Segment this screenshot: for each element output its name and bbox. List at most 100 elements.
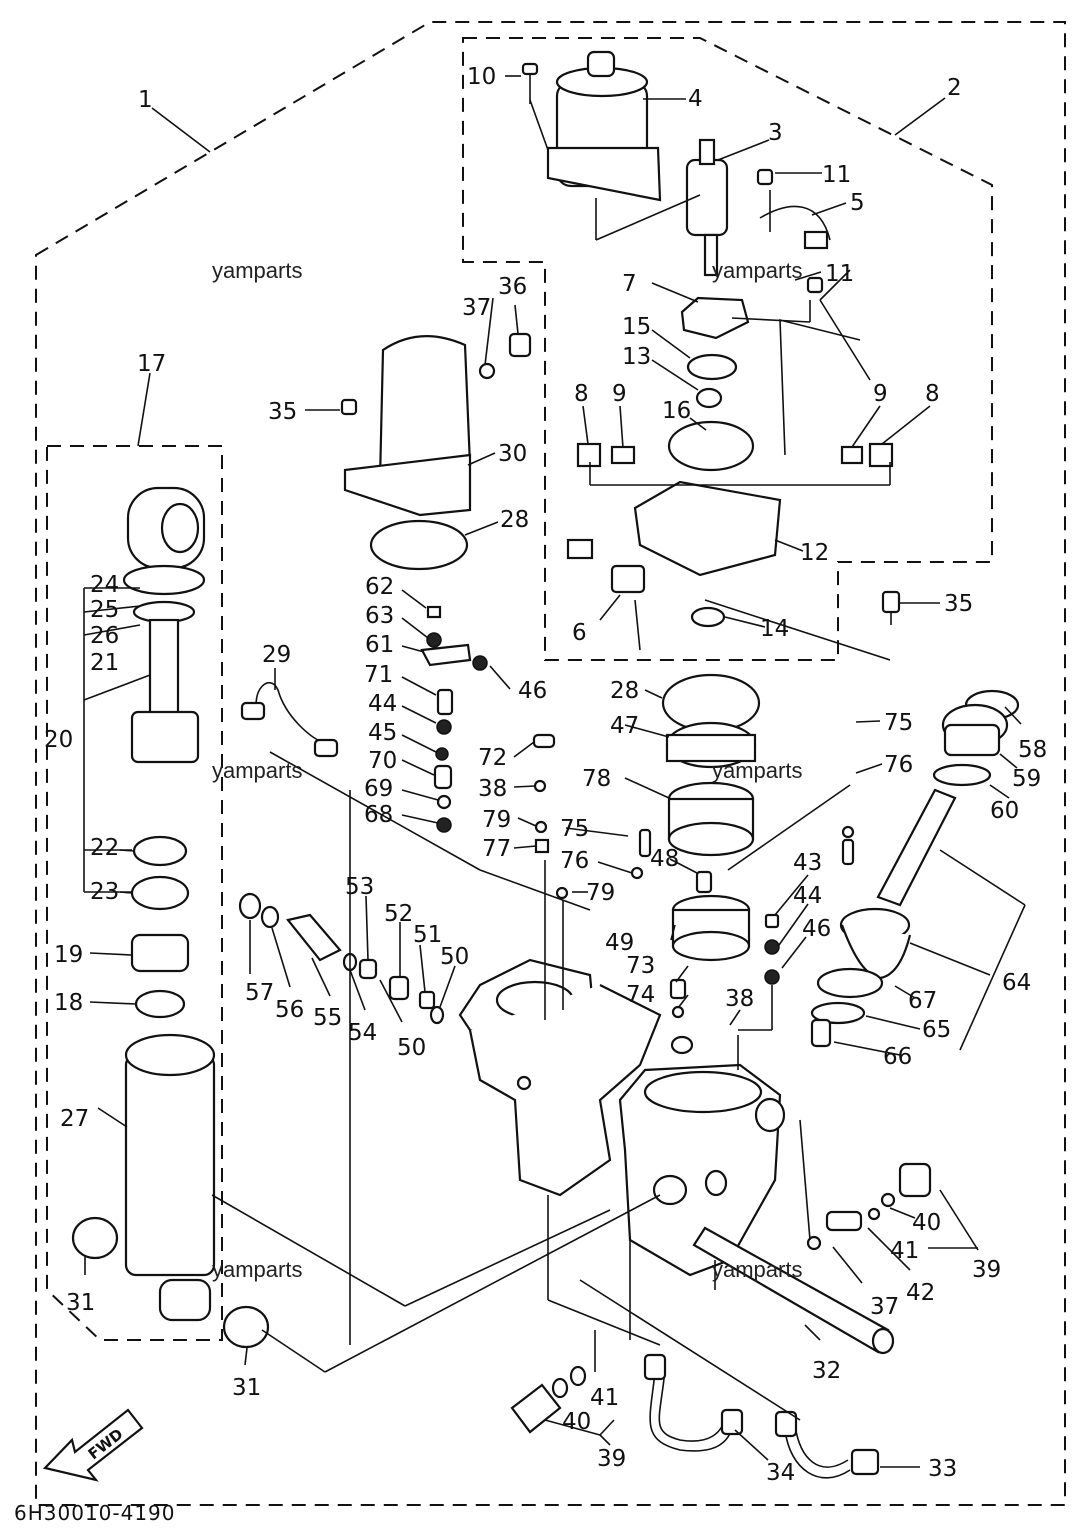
callout-48: 48 xyxy=(650,846,679,872)
callout-55: 55 xyxy=(313,1005,342,1031)
callout-1: 1 xyxy=(138,87,153,113)
tilt-cylinder xyxy=(71,486,270,1349)
callout-35a: 35 xyxy=(268,399,297,425)
callout-69: 69 xyxy=(364,776,393,802)
callout-50a: 50 xyxy=(440,944,469,970)
callout-63: 63 xyxy=(365,603,394,629)
callout-3: 3 xyxy=(768,120,783,146)
callout-12: 12 xyxy=(800,540,829,566)
callout-30: 30 xyxy=(498,441,527,467)
callout-53: 53 xyxy=(345,874,374,900)
callout-37b: 37 xyxy=(870,1294,899,1320)
callout-11a: 11 xyxy=(822,162,851,188)
callout-23: 23 xyxy=(90,879,119,905)
callout-51: 51 xyxy=(413,922,442,948)
callout-46a: 46 xyxy=(518,678,547,704)
callout-37a: 37 xyxy=(462,295,491,321)
callout-5: 5 xyxy=(850,190,865,216)
callout-39a: 39 xyxy=(972,1257,1001,1283)
callout-20: 20 xyxy=(44,727,73,753)
outline-assembly-17 xyxy=(46,445,223,1341)
callout-68: 68 xyxy=(364,802,393,828)
callout-35b: 35 xyxy=(944,591,973,617)
callout-54: 54 xyxy=(348,1020,377,1046)
callout-4: 4 xyxy=(688,86,703,112)
callout-61: 61 xyxy=(365,632,394,658)
callout-73: 73 xyxy=(626,953,655,979)
callout-38b: 38 xyxy=(725,986,754,1012)
callout-21: 21 xyxy=(90,650,119,676)
callout-15: 15 xyxy=(622,314,651,340)
watermark: yamparts xyxy=(212,758,302,783)
shaft-32 xyxy=(692,1226,895,1355)
callout-58: 58 xyxy=(1018,737,1047,763)
watermark: yamparts xyxy=(712,258,802,283)
callout-52: 52 xyxy=(384,901,413,927)
callout-25: 25 xyxy=(90,597,119,623)
callout-44a: 44 xyxy=(368,691,397,717)
callout-43: 43 xyxy=(793,850,822,876)
callout-79a: 79 xyxy=(482,807,511,833)
callout-75b: 75 xyxy=(884,710,913,736)
motor-assembly xyxy=(521,50,901,628)
callout-16: 16 xyxy=(662,398,691,424)
callout-24: 24 xyxy=(90,572,119,598)
callout-6: 6 xyxy=(572,620,587,646)
callout-40a: 40 xyxy=(912,1210,941,1236)
right-parts xyxy=(806,689,1020,1251)
callout-8b: 8 xyxy=(925,381,940,407)
callout-56: 56 xyxy=(275,997,304,1023)
callout-17: 17 xyxy=(137,351,166,377)
callout-41a: 41 xyxy=(890,1238,919,1264)
callout-33: 33 xyxy=(928,1456,957,1482)
leader-lines xyxy=(83,75,1026,1468)
callout-10: 10 xyxy=(467,64,496,90)
callout-70: 70 xyxy=(368,748,397,774)
callout-31a: 31 xyxy=(66,1290,95,1316)
valve-fittings xyxy=(238,892,445,1025)
reservoir xyxy=(340,332,532,571)
callout-9b: 9 xyxy=(873,381,888,407)
fwd-arrow: FWD xyxy=(42,1408,144,1482)
watermark: yamparts xyxy=(212,1257,302,1282)
callout-18: 18 xyxy=(54,990,83,1016)
callout-75a: 75 xyxy=(560,816,589,842)
valve-stack xyxy=(420,605,569,900)
watermarks: yamparts yamparts yamparts yamparts yamp… xyxy=(212,258,802,1282)
callout-14: 14 xyxy=(760,616,789,642)
callout-74: 74 xyxy=(626,982,655,1008)
callout-32: 32 xyxy=(812,1358,841,1384)
callout-78: 78 xyxy=(582,766,611,792)
callout-72: 72 xyxy=(478,745,507,771)
hose-29 xyxy=(240,682,339,758)
callout-76a: 76 xyxy=(560,848,589,874)
callout-42: 42 xyxy=(906,1280,935,1306)
callout-31b: 31 xyxy=(232,1375,261,1401)
callout-19: 19 xyxy=(54,942,83,968)
callout-8a: 8 xyxy=(574,381,589,407)
callout-13: 13 xyxy=(622,344,651,370)
callout-29: 29 xyxy=(262,642,291,668)
callout-59: 59 xyxy=(1012,766,1041,792)
callout-labels: 1 2 3 4 5 6 7 8 8 9 9 10 11 11 12 13 14 … xyxy=(44,64,1047,1486)
callout-79b: 79 xyxy=(586,880,615,906)
callout-9a: 9 xyxy=(612,381,627,407)
outline-assembly-2 xyxy=(462,37,993,661)
lower-hoses xyxy=(510,1353,880,1479)
outline-assembly-1 xyxy=(35,21,1066,1506)
callout-77: 77 xyxy=(482,836,511,862)
callout-65: 65 xyxy=(922,1017,951,1043)
callout-28b: 28 xyxy=(610,678,639,704)
callout-66: 66 xyxy=(883,1044,912,1070)
pump-parts xyxy=(630,673,855,1019)
callout-22: 22 xyxy=(90,835,119,861)
callout-50b: 50 xyxy=(397,1035,426,1061)
callout-27: 27 xyxy=(60,1106,89,1132)
callout-49: 49 xyxy=(605,930,634,956)
assembly-outlines xyxy=(35,21,1066,1506)
callout-38a: 38 xyxy=(478,776,507,802)
watermark: yamparts xyxy=(712,1257,802,1282)
main-body xyxy=(458,958,786,1277)
callout-2: 2 xyxy=(947,75,962,101)
callout-34: 34 xyxy=(766,1460,795,1486)
